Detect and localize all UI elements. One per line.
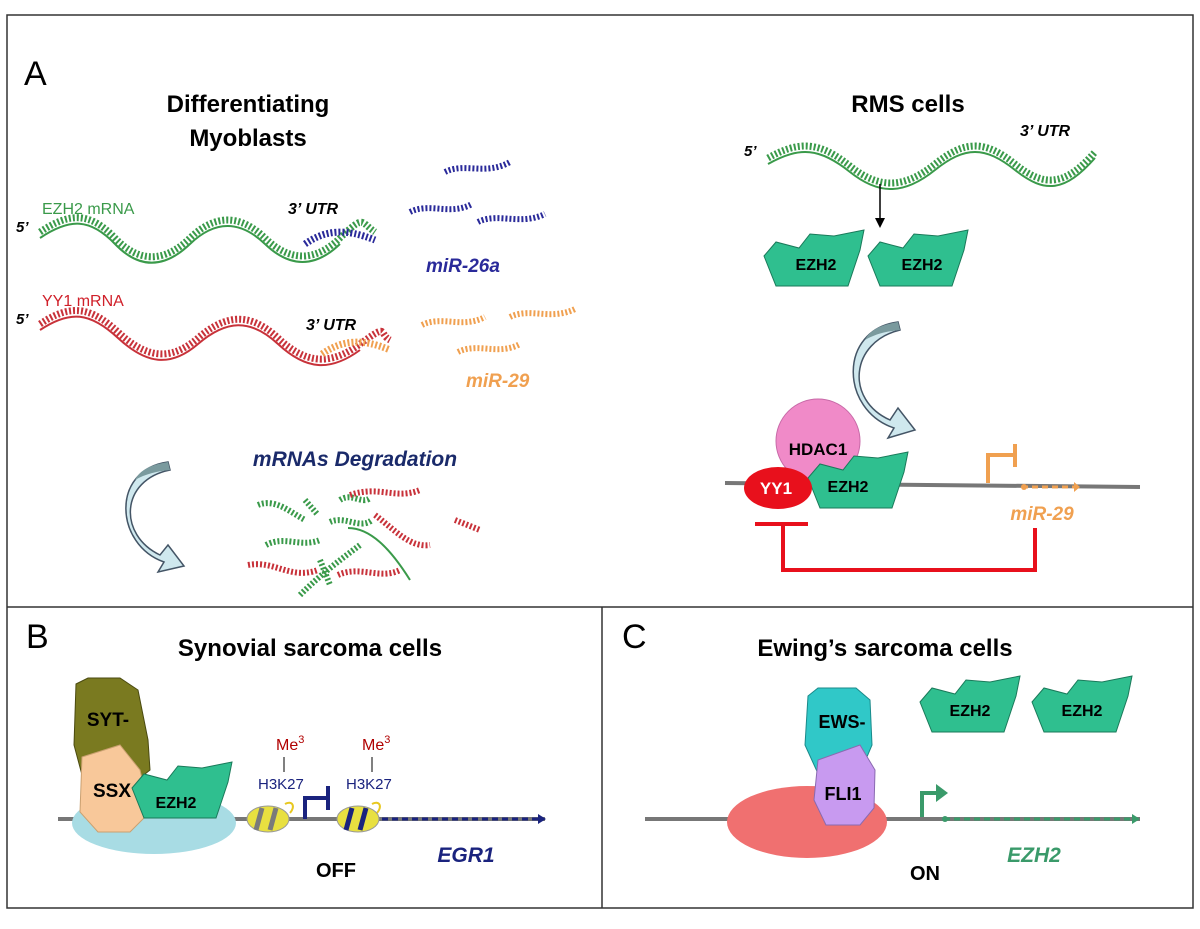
panel-c: C Ewing’s sarcoma cells EWS- FLI1 EZH2 E… [622,618,1140,885]
egr1-repressed-promoter [303,796,326,819]
panel-c-title: Ewing’s sarcoma cells [757,635,1012,662]
me3-label-2: Me3 [362,734,390,754]
on-label: ON [910,863,940,885]
mir26a-bound [302,228,377,247]
translation-arrowhead [875,218,885,228]
off-label: OFF [316,860,356,882]
egr1-gene-end [538,814,546,824]
yy1-mrna-strand [38,307,392,366]
mir29-cluster [420,306,577,355]
histone-2-band-b [357,807,369,831]
h3k27-label-2: H3K27 [346,776,392,793]
syt-label: SYT- [87,710,129,731]
panel-a-letter: A [24,55,47,93]
ezh2-three-utr: 3’ UTR [288,201,339,218]
mir29-bound [319,338,392,357]
panel-a-left-title-line1: Differentiating [167,91,330,118]
panel-b: B Synovial sarcoma cells SYT- SSX EZH2 M… [26,618,546,882]
ezh2-active-promoter-head [936,784,948,802]
histone-tail-2 [371,801,381,814]
mir29-label: miR-29 [466,371,530,392]
hdac1-label: HDAC1 [789,440,848,459]
ezh2-gene-end [1132,814,1140,824]
curved-arrow-left [125,461,186,574]
rms-complex-ezh2-label: EZH2 [828,479,869,496]
ewing-ezh2-label-1: EZH2 [950,703,991,720]
panel-c-letter: C [622,618,647,656]
ezh2-gene-label: EZH2 [1007,844,1061,867]
ews-label: EWS- [819,712,866,732]
mir26a-label: miR-26a [426,256,500,277]
mir26a-cluster [408,159,547,225]
mir29-gene-end [1074,482,1080,492]
mir29-promoter-arrow [986,444,1017,483]
rms-ezh2-label-2: EZH2 [902,257,943,274]
histone-1-band-b [267,807,279,831]
rms-mir29-label: miR-29 [1010,504,1074,525]
ewing-ezh2-label-2: EZH2 [1062,703,1103,720]
yy1-protein [744,467,812,509]
egr1-label: EGR1 [437,844,494,867]
ssx-label: SSX [93,781,131,802]
yy1-five-prime: 5’ [16,311,29,328]
degradation-label: mRNAs Degradation [253,448,457,471]
ezh2-mrna-label: EZH2 mRNA [42,201,135,218]
ssx-protein [79,744,151,833]
degraded-strand-line [347,527,411,581]
histone-1-band-a [253,807,265,831]
ezh2-gene-start [942,816,948,822]
synovial-ezh2-label: EZH2 [156,795,197,812]
panel-a-left-title-line2: Myoblasts [189,125,306,152]
panel-b-letter: B [26,618,49,656]
fli1-label: FLI1 [824,784,861,804]
yy1-label: YY1 [760,479,792,498]
curved-arrow-right [852,321,917,440]
rms-ezh2-label-1: EZH2 [796,257,837,274]
panel-a: A Differentiating Myoblasts RMS cells EZ… [16,55,1141,598]
panel-a-right-title: RMS cells [851,91,964,118]
ezh2-mrna-strand [38,214,378,264]
rms-three-utr: 3’ UTR [1020,123,1071,140]
histone-tail-1 [284,801,294,814]
yy1-three-utr: 3’ UTR [306,317,357,334]
ezh2-five-prime: 5’ [16,219,29,236]
mir29-gene-start [1021,484,1027,490]
ezh2-active-promoter [920,791,940,817]
mir29-inhibition-line [755,522,1037,572]
histone-2-band-a [343,807,355,831]
degraded-fragments [247,487,482,598]
h3k27-label-1: H3K27 [258,776,304,793]
rms-five-prime: 5’ [744,143,757,160]
panel-b-title: Synovial sarcoma cells [178,635,442,662]
yy1-mrna-label: YY1 mRNA [42,293,124,310]
fli1-protein [813,744,876,826]
outer-frame [6,14,1194,909]
me3-label-1: Me3 [276,734,304,754]
rms-mrna-strand [766,142,1098,190]
